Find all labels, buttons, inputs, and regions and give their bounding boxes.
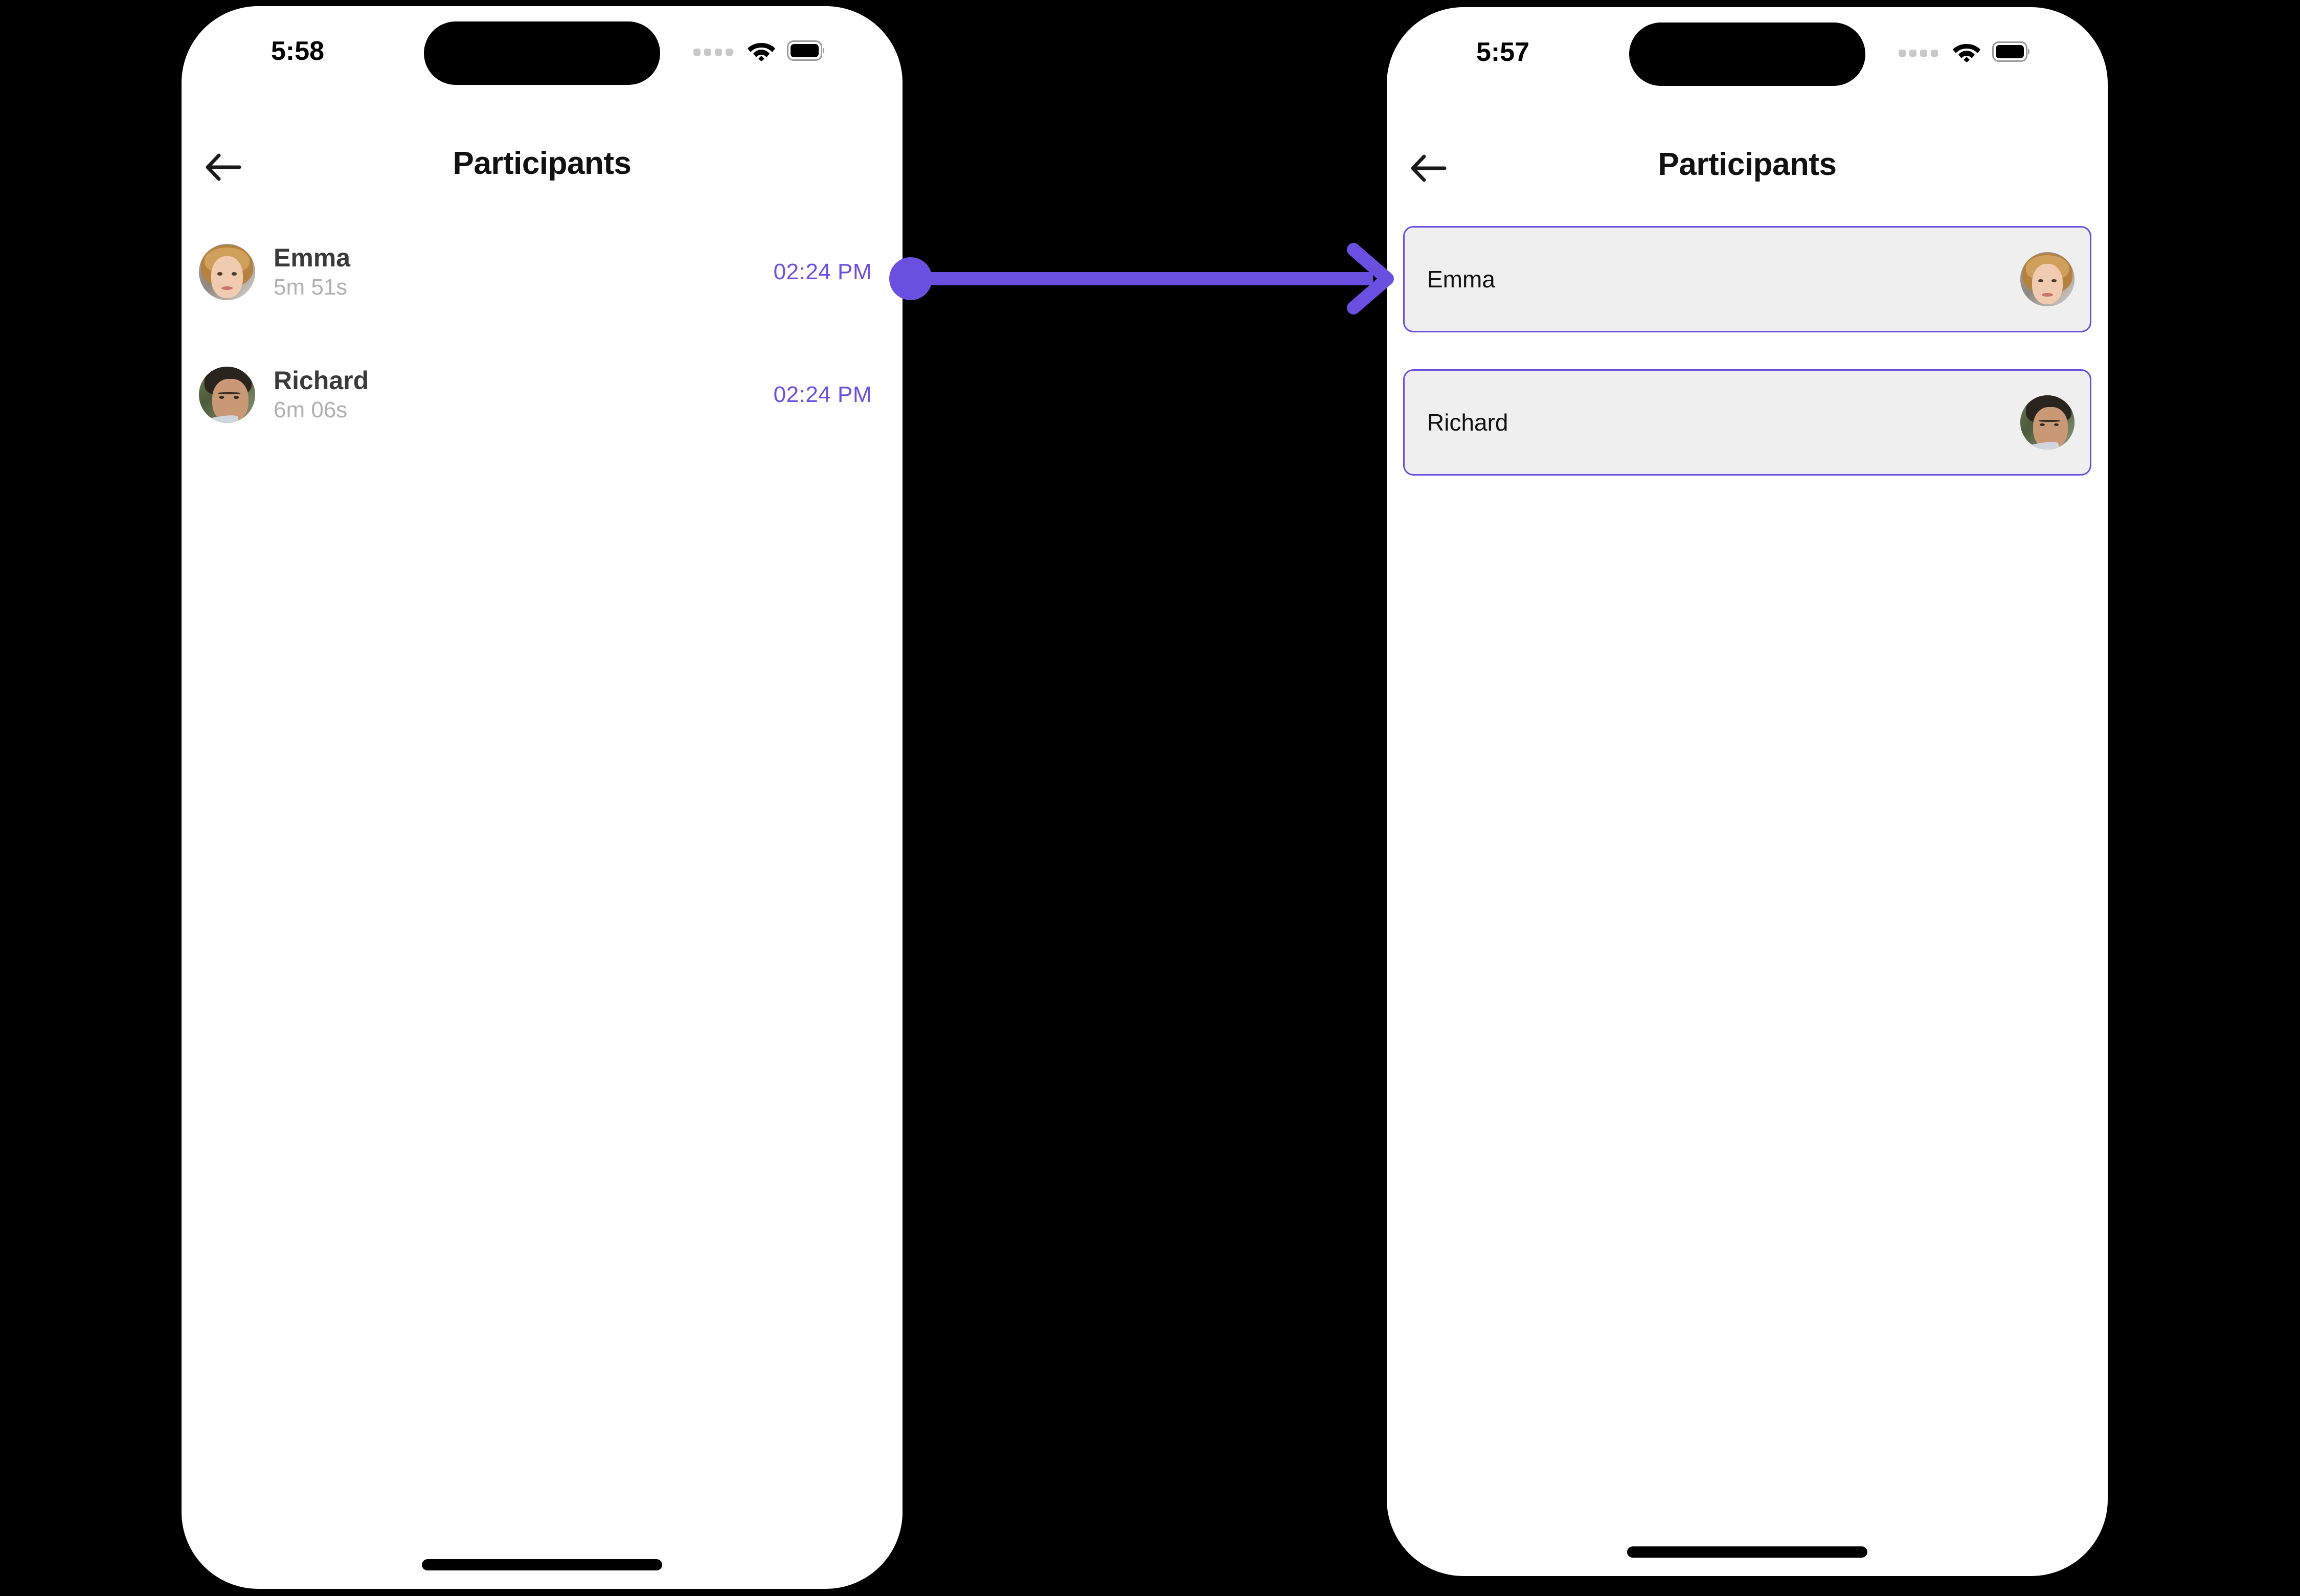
emma-avatar (2020, 252, 2074, 306)
participant-info: Richard 6m 06s (274, 367, 369, 422)
participant-info: Emma 5m 51s (274, 244, 350, 300)
participant-card-richard[interactable]: Richard (1403, 369, 2091, 476)
richard-avatar (2020, 395, 2074, 449)
participants-list: Emma 5m 51s 02:24 PM Richard 6m 06s 02:2… (182, 211, 903, 456)
status-time: 5:58 (271, 36, 325, 66)
home-indicator (422, 1559, 662, 1570)
status-bar-right: 5:57 (1387, 7, 2108, 104)
wifi-icon (747, 40, 776, 64)
phone-screen-participants-cards: 5:57 (1387, 7, 2108, 1576)
participant-name: Emma (274, 243, 351, 273)
participant-join-time: 02:24 PM (773, 259, 872, 284)
dynamic-island (424, 21, 660, 85)
battery-icon (1992, 41, 2031, 64)
participant-row-emma[interactable]: Emma 5m 51s 02:24 PM (182, 211, 903, 333)
signal-dots-icon (1899, 49, 1938, 57)
wifi-icon (1952, 41, 1981, 65)
participant-duration: 6m 06s (274, 397, 348, 423)
nav-bar-left: Participants (182, 134, 903, 200)
flow-arrow-head (1347, 243, 1394, 314)
emma-avatar (199, 244, 255, 300)
participant-duration: 5m 51s (274, 275, 348, 300)
status-indicators (693, 40, 826, 64)
participant-name: Richard (274, 366, 369, 395)
participant-name: Emma (1427, 266, 1495, 293)
status-bar-left: 5:58 (182, 6, 903, 103)
status-indicators (1899, 41, 2031, 65)
flow-arrow (887, 240, 1404, 317)
status-time: 5:57 (1476, 37, 1530, 67)
participant-row-richard[interactable]: Richard 6m 06s 02:24 PM (182, 333, 903, 456)
dynamic-island (1629, 23, 1865, 86)
phone-screen-participants-durations: 5:58 (182, 6, 903, 1589)
back-arrow-icon[interactable] (1400, 140, 1456, 196)
participant-join-time: 02:24 PM (773, 382, 872, 407)
signal-dots-icon (693, 48, 733, 56)
battery-icon (787, 40, 826, 63)
home-indicator (1627, 1546, 1867, 1558)
richard-avatar (199, 367, 255, 423)
nav-bar-right: Participants (1387, 135, 2108, 201)
back-arrow-icon[interactable] (195, 139, 251, 195)
page-title: Participants (1658, 147, 1837, 182)
page-title: Participants (453, 146, 632, 181)
participant-name: Richard (1427, 409, 1508, 436)
participant-cards-list: Emma Richard (1387, 226, 2108, 512)
participant-card-emma[interactable]: Emma (1403, 226, 2091, 332)
